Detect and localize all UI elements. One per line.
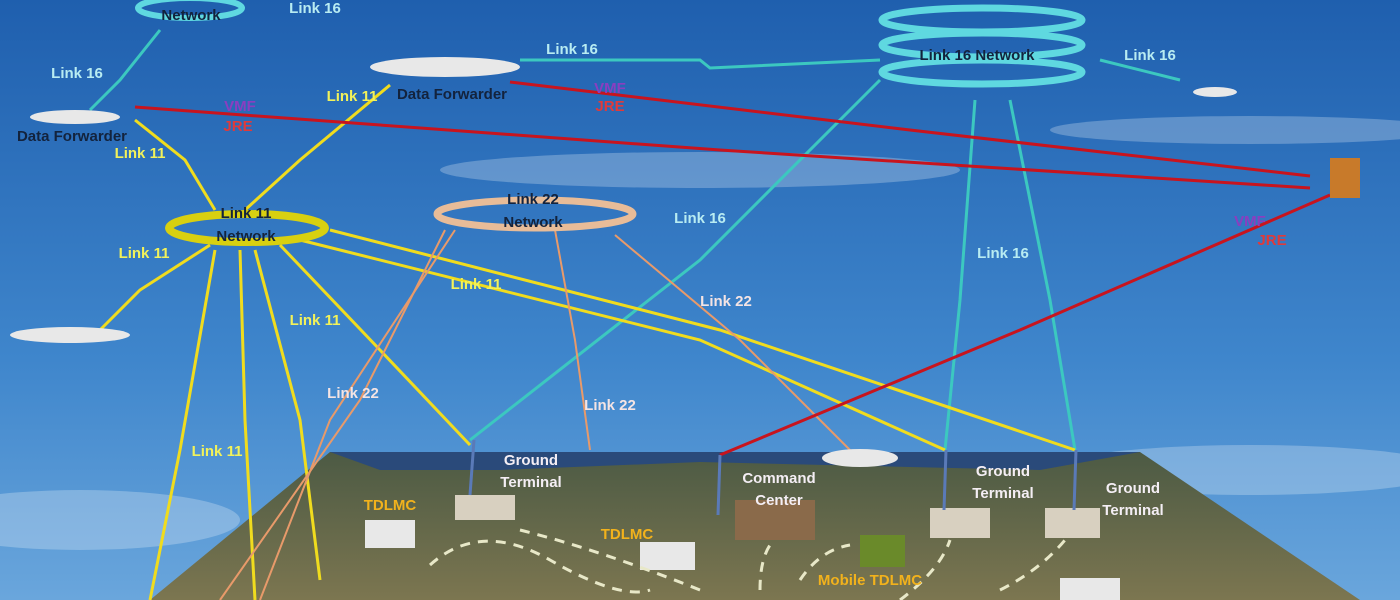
- link16-label: Link 16: [977, 245, 1029, 262]
- link22-network-ring: [433, 196, 637, 232]
- link22-network-label: Network: [503, 214, 563, 231]
- vmf-label: VMF: [224, 98, 256, 115]
- link22-network-label: Link 22: [507, 191, 559, 208]
- link22-label: Link 22: [584, 397, 636, 414]
- tdlmc-label: TDLMC: [601, 526, 654, 543]
- ground-terminal-icon: [1045, 508, 1100, 538]
- vmf-label: VMF: [1234, 213, 1266, 230]
- link22-label: Link 22: [327, 385, 379, 402]
- ground-terminal-label: Terminal: [1102, 502, 1163, 519]
- link11-network-label: Network: [216, 228, 276, 245]
- link-lines: [88, 29, 1331, 600]
- maritime-patrol-aircraft-icon: [10, 327, 130, 343]
- link16-network-label: Link 16 Network: [919, 47, 1035, 64]
- link11-label: Link 11: [327, 88, 378, 105]
- tdlmc-label: TDLMC: [364, 497, 417, 514]
- ground-terminal-label: Ground: [1106, 480, 1160, 497]
- vmf-label: VMF: [594, 80, 626, 97]
- jre-label: JRE: [1257, 232, 1286, 249]
- link11-label: Link 11: [290, 312, 341, 329]
- link11-label: Link 11: [192, 443, 243, 460]
- ground-terminal-label: Ground: [976, 463, 1030, 480]
- movement-arrows: [428, 528, 1067, 600]
- link11-label: Link 11: [115, 145, 166, 162]
- link16-network: [878, 4, 1086, 88]
- mobile-tdlmc-vehicle-icon: [860, 535, 905, 567]
- data-forwarder-label: Data Forwarder: [397, 86, 507, 103]
- ground-terminal-label: Terminal: [500, 474, 561, 491]
- network-label: Network: [161, 7, 221, 24]
- clouds: [0, 116, 1400, 550]
- aircraft-data-forwarder-icon: [30, 110, 120, 124]
- tdlmc-shelter-icon: [365, 520, 415, 548]
- link11-label: Link 11: [119, 245, 170, 262]
- link22-label: Link 22: [700, 293, 752, 310]
- ground-terminal-label: Terminal: [972, 485, 1033, 502]
- command-center-label: Center: [755, 492, 803, 509]
- aircraft-data-forwarder-icon: [370, 57, 520, 77]
- antenna-towers: [468, 439, 1078, 516]
- tdlmc-shelter-icon: [1060, 578, 1120, 600]
- fighter-jet-icon: [1193, 87, 1237, 97]
- link16-label: Link 16: [674, 210, 726, 227]
- submarine-icon: [822, 449, 898, 467]
- link16-network-top-left: [135, 0, 245, 21]
- ground-terminal-icon: [930, 508, 990, 538]
- link11-network-label: Link 11: [221, 205, 272, 222]
- ground-terminal-label: Ground: [504, 452, 558, 469]
- link16-label: Link 16: [289, 0, 341, 17]
- link11-network-ring: [165, 210, 329, 246]
- command-center-label: Command: [742, 470, 815, 487]
- sea: [330, 452, 1140, 470]
- ground-terminal-icon: [455, 495, 515, 520]
- satellite-icon: [1330, 158, 1360, 198]
- jre-label: JRE: [595, 98, 624, 115]
- link16-label: Link 16: [1124, 47, 1176, 64]
- link11-label: Link 11: [451, 276, 502, 293]
- tdlmc-shelter-icon: [640, 542, 695, 570]
- mobile-tdlmc-label: Mobile TDLMC: [818, 572, 922, 589]
- link16-label: Link 16: [546, 41, 598, 58]
- link16-label: Link 16: [51, 65, 103, 82]
- data-forwarder-label: Data Forwarder: [17, 128, 127, 145]
- jre-label: JRE: [223, 118, 252, 135]
- command-center-icon: [735, 500, 815, 540]
